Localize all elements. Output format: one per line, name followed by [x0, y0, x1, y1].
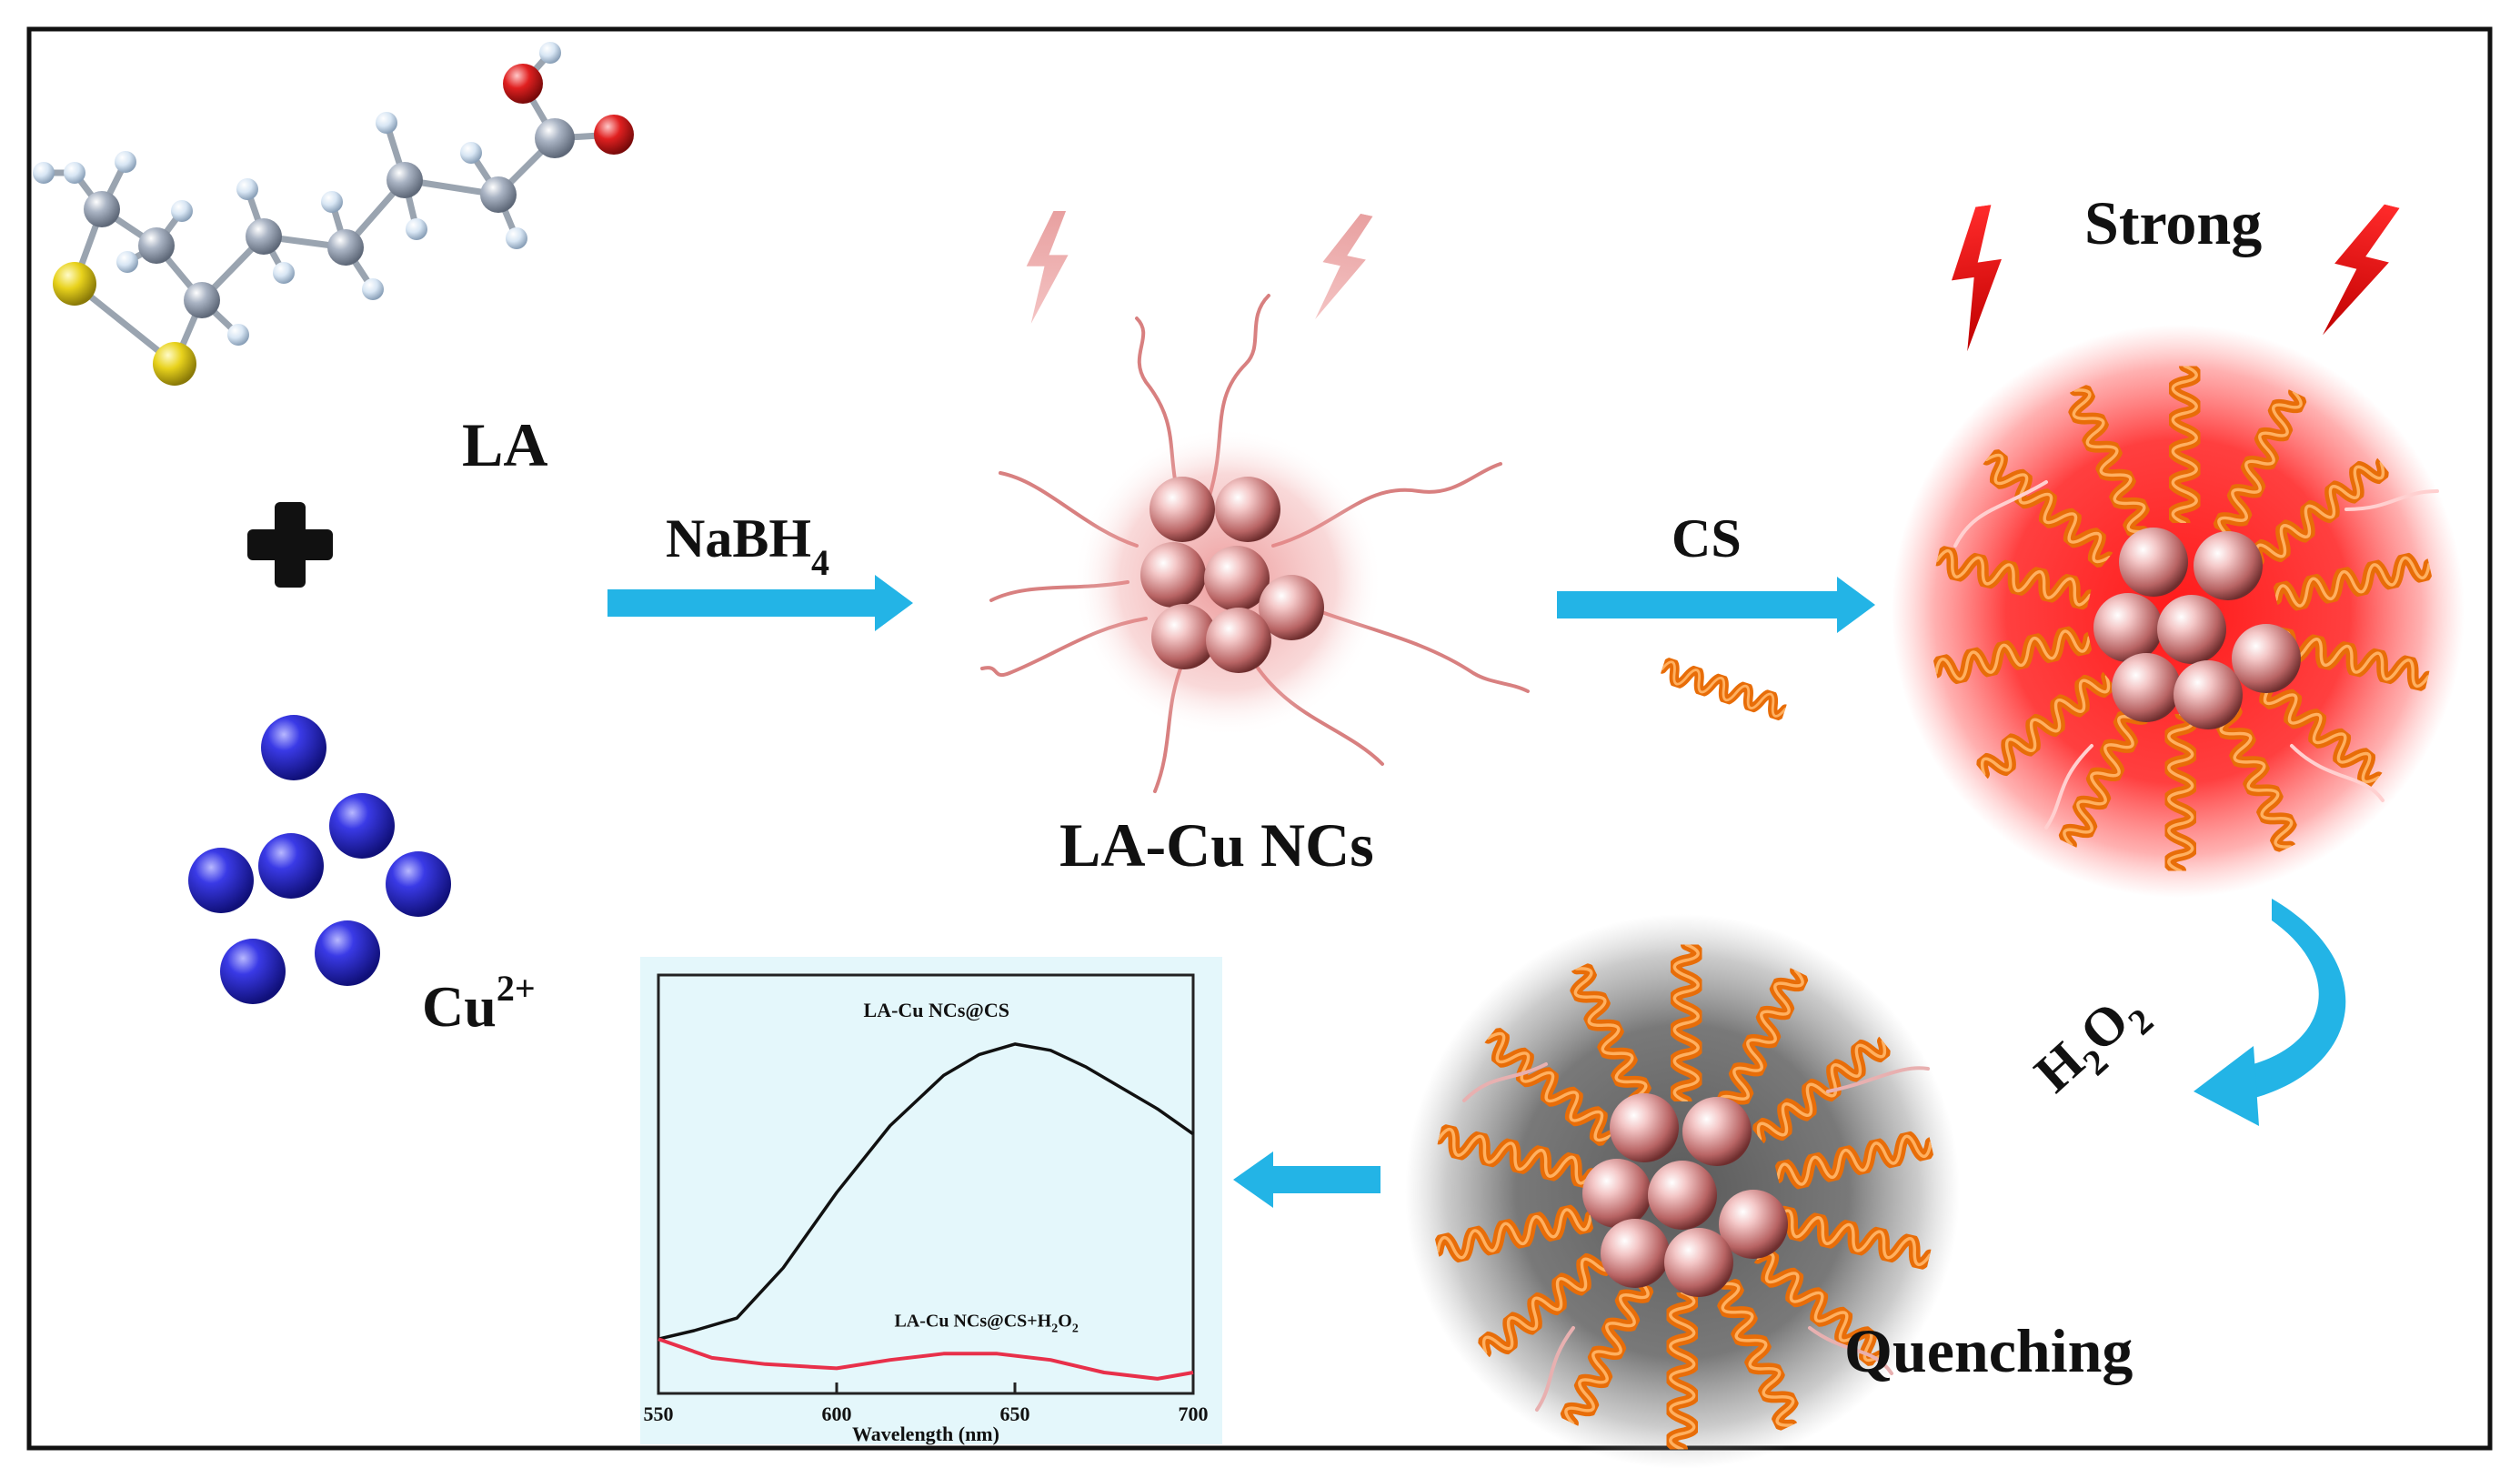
spectrum-background: [640, 957, 1222, 1444]
la-label: LA: [462, 410, 547, 479]
plus-icon: [247, 502, 333, 588]
la-cu-nanocluster: [980, 207, 1530, 793]
copper-ion-cluster: [188, 715, 451, 1004]
la-cu-ncs-label: LA-Cu NCs: [1059, 810, 1374, 880]
x-tick-label: 650: [1000, 1403, 1030, 1425]
oxygen-atom: [503, 64, 543, 104]
x-tick-label: 700: [1179, 1403, 1209, 1425]
strong-emission-cluster: [1892, 325, 2465, 898]
series-line-cs: [658, 1042, 1195, 1341]
arrow-cs: [1557, 577, 1875, 633]
arrow-to-spectrum: [1233, 1151, 1380, 1208]
copper-ion-label: Cu2+: [422, 968, 536, 1039]
x-tick-label: 550: [644, 1403, 674, 1425]
sulfur-atom: [53, 262, 96, 306]
quenching-label: Quenching: [1844, 1316, 2133, 1385]
quenched-cluster: [1405, 914, 1960, 1469]
series-line-cs-h2o2: [658, 1337, 1194, 1381]
sulfur-atom: [153, 342, 196, 386]
oxygen-atom: [594, 115, 634, 155]
arrow-nabh4: [607, 575, 913, 631]
series-label-cs: LA-Cu NCs@CS: [864, 999, 1009, 1021]
curved-arrow-h2o2: [2194, 899, 2346, 1126]
strong-label: Strong: [2084, 188, 2262, 257]
x-axis-label: Wavelength (nm): [852, 1423, 999, 1445]
x-tick-label: 600: [822, 1403, 852, 1425]
nabh4-label: NaBH4: [666, 508, 829, 583]
plot-frame: [657, 973, 1195, 1395]
series-label-cs-h2o2: LA-Cu NCs@CS+H2O2: [894, 1311, 1078, 1335]
cs-label: CS: [1672, 508, 1742, 568]
la-molecule: [33, 42, 634, 386]
